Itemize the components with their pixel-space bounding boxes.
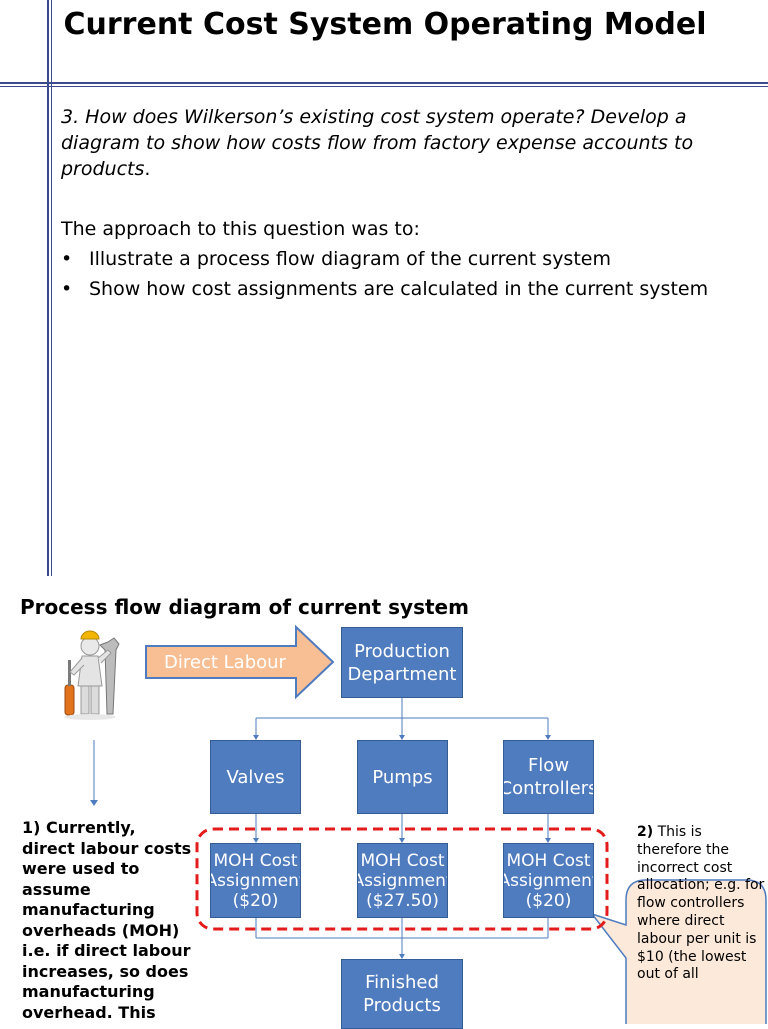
question-text: 3. How does Wilkerson’s existing cost sy… xyxy=(61,104,751,182)
direct-labour-label: Direct Labour xyxy=(164,651,286,673)
bullet-list: • Illustrate a process flow diagram of th… xyxy=(61,246,741,306)
title-divider xyxy=(0,82,768,84)
moh-cost-box-pumps[interactable]: MOH Cost Assignment ($27.50) xyxy=(357,843,448,918)
title-divider-2 xyxy=(0,86,768,87)
list-item: • Illustrate a process flow diagram of th… xyxy=(61,246,741,272)
bullet-glyph: • xyxy=(61,248,73,270)
note1-text: 1) Currently, direct labour costs were u… xyxy=(22,818,192,1023)
bullet-text: Illustrate a process flow diagram of the… xyxy=(89,248,611,270)
diagram-title: Process flow diagram of current system xyxy=(20,595,469,619)
note2-text: 2) This is therefore the incorrect cost … xyxy=(637,824,765,984)
connector-arrowheads xyxy=(253,735,551,959)
page-title: Current Cost System Operating Model xyxy=(63,7,707,42)
question-period: . xyxy=(144,158,151,180)
note1-pointer-head xyxy=(90,800,98,806)
pumps-box[interactable]: Pumps xyxy=(357,740,448,814)
production-department-box[interactable]: Production Department xyxy=(341,627,463,698)
list-item: • Show how cost assignments are calculate… xyxy=(61,276,741,302)
valves-box[interactable]: Valves xyxy=(210,740,301,814)
question-italic: 3. How does Wilkerson’s existing cost sy… xyxy=(61,106,694,180)
connector-lines xyxy=(255,697,549,954)
flow-controllers-box[interactable]: Flow Controllers xyxy=(503,740,594,814)
note2-body: This is therefore the incorrect cost all… xyxy=(637,824,765,983)
left-accent-line xyxy=(47,0,49,576)
left-accent-line-2 xyxy=(51,0,52,576)
moh-group-outline xyxy=(195,827,609,931)
finished-products-box[interactable]: Finished Products xyxy=(341,959,463,1029)
note2-callout xyxy=(589,879,767,1024)
moh-cost-box-valves[interactable]: MOH Cost Assignment ($20) xyxy=(210,843,301,918)
note1-body: Currently, direct labour costs were used… xyxy=(22,818,192,1022)
note1-number: 1) xyxy=(22,818,41,837)
direct-labour-arrow xyxy=(145,624,335,700)
bullet-text: Show how cost assignments are calculated… xyxy=(89,278,709,300)
note2-number: 2) xyxy=(637,824,654,840)
approach-text: The approach to this question was to: xyxy=(61,218,420,240)
bullet-glyph: • xyxy=(61,278,73,300)
worker-with-tools-icon xyxy=(64,630,120,720)
moh-cost-box-flow-controllers[interactable]: MOH Cost Assignment ($20) xyxy=(503,843,594,918)
